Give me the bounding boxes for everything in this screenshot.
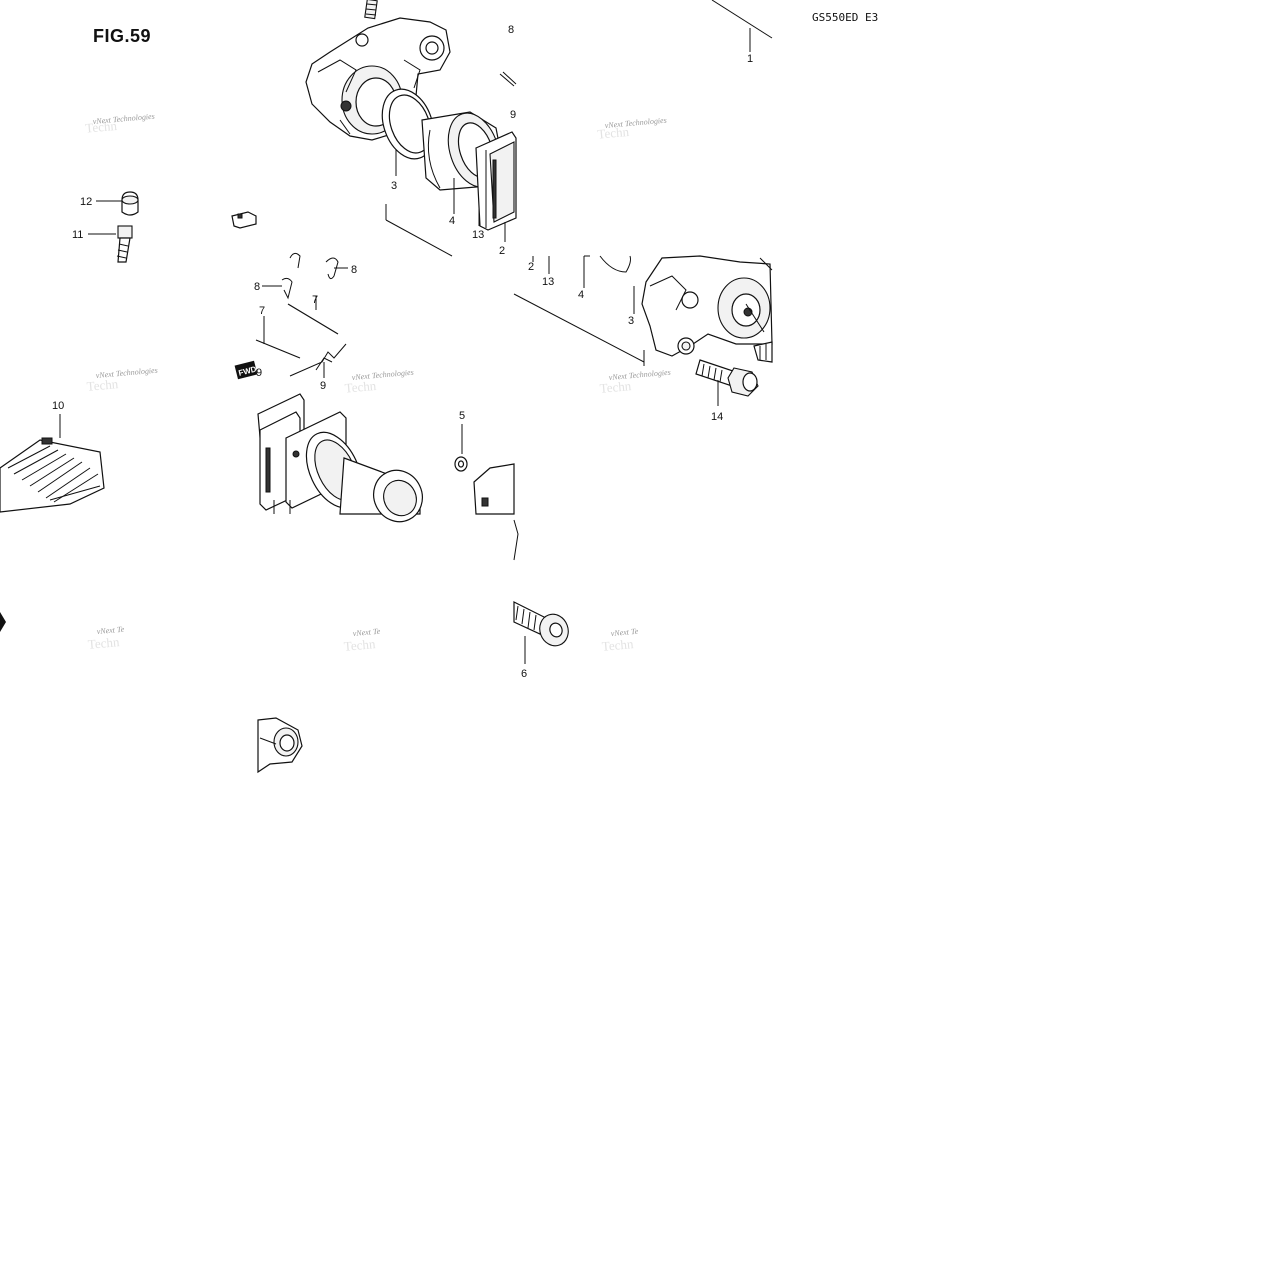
svg-text:vNext Te: vNext Te xyxy=(96,625,125,636)
svg-text:vNext Technologies: vNext Technologies xyxy=(351,368,414,382)
svg-text:FWD: FWD xyxy=(238,365,258,378)
watermark-2: Techn vNext Technologies xyxy=(597,116,667,142)
svg-text:vNext Technologies: vNext Technologies xyxy=(604,116,667,130)
bleeder-valve-icon: 11 xyxy=(72,225,133,263)
bleeder-cap-icon: 12 xyxy=(80,191,139,216)
svg-text:vNext Technologies: vNext Technologies xyxy=(95,366,158,380)
callout-3-right: 3 xyxy=(628,315,634,327)
svg-text:Techn: Techn xyxy=(86,376,119,394)
callout-7-left: 7 xyxy=(259,305,265,317)
callout-1: 1 xyxy=(747,53,753,65)
callout-7-right: 7 xyxy=(312,294,318,306)
svg-text:Techn: Techn xyxy=(599,378,632,396)
callout-9-middle: 9 xyxy=(320,380,326,392)
svg-text:Techn: Techn xyxy=(344,378,377,396)
callout-9-top: 9 xyxy=(510,109,516,121)
callout-6: 6 xyxy=(521,668,527,680)
figure-title: FIG.59 xyxy=(93,26,152,46)
bracket-fragment-icon xyxy=(231,211,257,229)
callout-2-upper: 2 xyxy=(499,245,505,257)
svg-text:vNext Technologies: vNext Technologies xyxy=(608,368,671,382)
lower-pad-stack xyxy=(257,393,347,514)
lower-caliper-fragment xyxy=(473,463,519,561)
callout-8-right: 8 xyxy=(351,264,357,276)
callout-4-upper: 4 xyxy=(449,215,455,227)
direction-arrow-icon xyxy=(0,612,6,632)
callout-12: 12 xyxy=(80,196,92,208)
caliper-bracket-fragment xyxy=(257,717,303,774)
callout-3-upper: 3 xyxy=(391,180,397,192)
mounting-bolt-icon: 14 xyxy=(695,341,773,423)
callout-2-right: 2 xyxy=(528,261,534,273)
callout-8-left: 8 xyxy=(254,281,260,293)
svg-text:vNext Te: vNext Te xyxy=(610,627,639,638)
brake-pad-icon: 13 2 xyxy=(472,131,517,257)
callout-13-right: 13 xyxy=(542,276,554,288)
watermark-6: Techn vNext Te xyxy=(87,625,125,652)
watermark-1: Techn vNext Technologies xyxy=(85,112,155,136)
right-caliper-callouts: 2 13 4 3 xyxy=(528,255,635,327)
watermark-3: Techn vNext Technologies xyxy=(86,366,158,394)
svg-text:Techn: Techn xyxy=(85,118,118,136)
piston-seal-icon: 3 xyxy=(381,88,435,192)
model-code: GS550ED E3 xyxy=(812,11,879,24)
callout-8-top: 8 xyxy=(508,24,514,36)
pad-set-icon: 10 xyxy=(0,400,105,513)
svg-text:Techn: Techn xyxy=(87,634,120,652)
svg-text:Techn: Techn xyxy=(601,636,634,654)
svg-text:Techn: Techn xyxy=(343,636,376,654)
callout-9-fwd: 9 xyxy=(256,367,262,379)
callout-5: 5 xyxy=(459,410,465,422)
watermark-4: Techn vNext Technologies xyxy=(344,368,414,396)
svg-text:vNext Technologies: vNext Technologies xyxy=(92,112,155,126)
watermark-5: Techn vNext Technologies xyxy=(599,368,671,396)
watermarks: Techn vNext Technologies Techn vNext Tec… xyxy=(85,112,671,654)
section-lines xyxy=(385,204,645,366)
washer-icon: 5 xyxy=(454,410,468,472)
watermark-7: Techn vNext Te xyxy=(343,627,381,654)
watermark-8: Techn vNext Te xyxy=(601,627,639,654)
callout-group-1: 1 xyxy=(711,0,773,65)
callout-13-upper: 13 xyxy=(472,229,484,241)
fwd-badge: FWD 9 xyxy=(234,360,262,380)
svg-text:Techn: Techn xyxy=(597,124,630,142)
svg-text:vNext Te: vNext Te xyxy=(352,627,381,638)
right-caliper-body xyxy=(599,255,773,357)
callout-group-8-top: 8 9 xyxy=(499,24,517,121)
callout-11: 11 xyxy=(72,229,83,241)
pad-pin-icon: 7 7 xyxy=(255,294,339,359)
callout-4-right: 4 xyxy=(578,289,584,301)
pin-clip-icon: 8 8 xyxy=(254,252,357,300)
brake-caliper-icon xyxy=(305,0,451,141)
callout-10: 10 xyxy=(52,400,64,412)
hex-socket-bolt-icon: 6 xyxy=(513,601,569,680)
callout-14: 14 xyxy=(711,411,723,423)
pad-spring-icon: 9 xyxy=(289,343,347,392)
lower-seal-piston xyxy=(305,431,423,523)
